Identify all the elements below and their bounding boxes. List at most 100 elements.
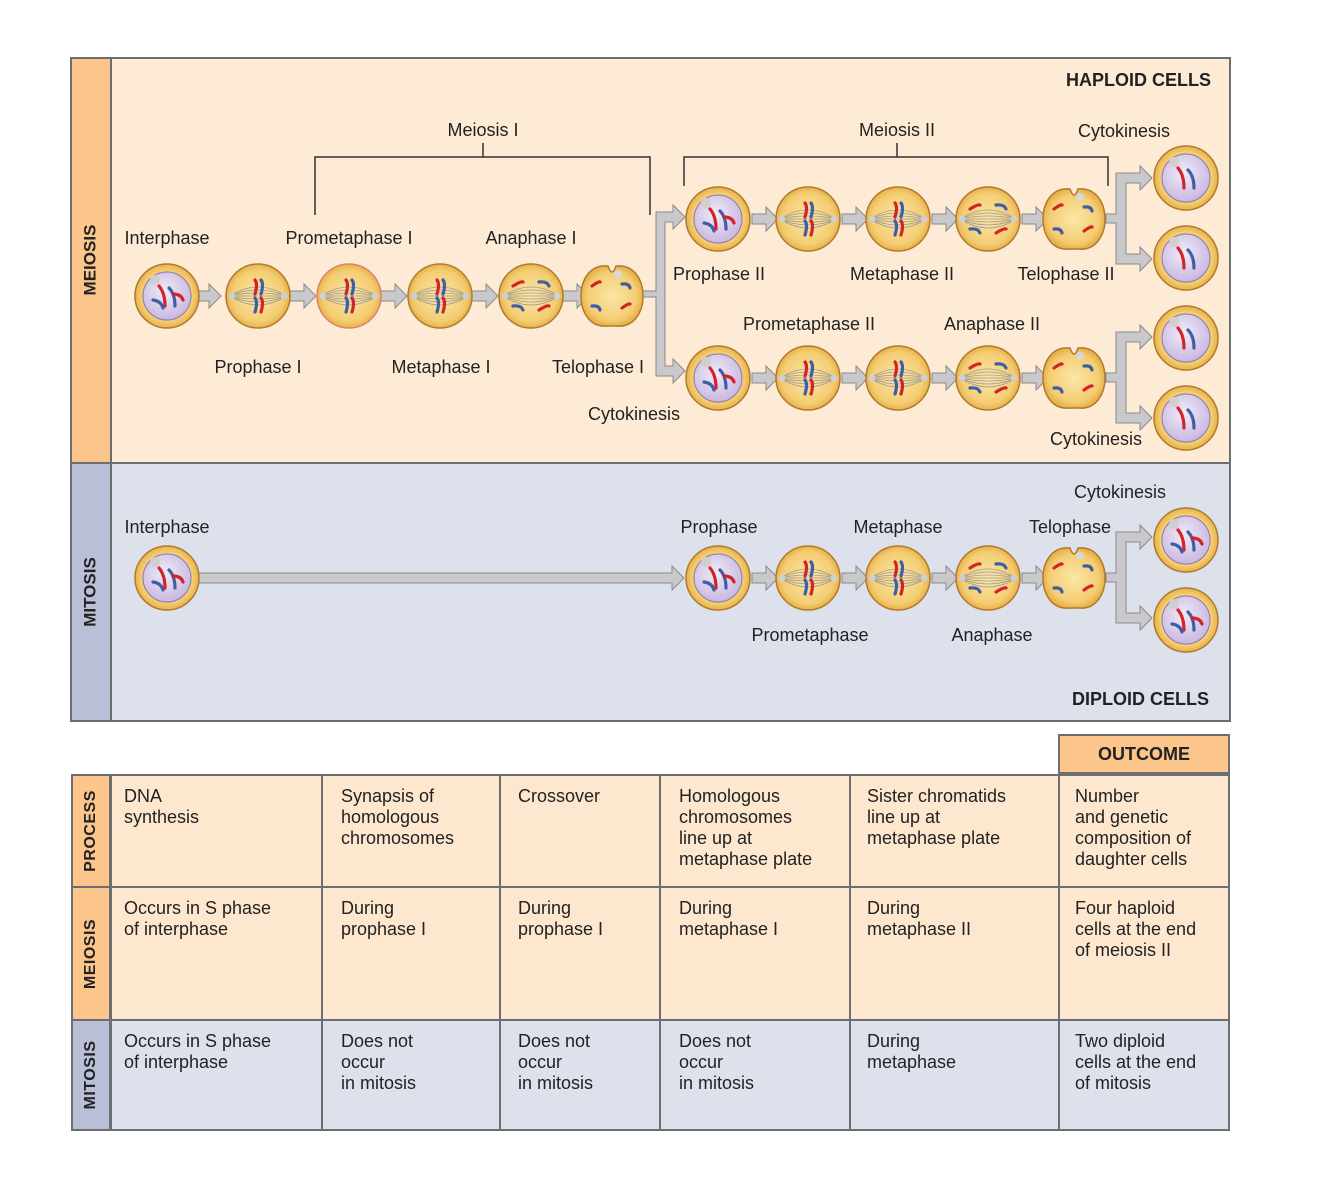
cell-interphase-meiosis [134,263,200,329]
chromosome [1170,542,1184,554]
chromosome [1190,536,1204,546]
centrosome [280,292,288,300]
spindle-fiber [959,577,1017,588]
label-prophase-1: Prophase I [214,357,301,377]
chromosome [1190,616,1204,626]
cell-prometaphase-2-top [775,186,841,252]
chromosome [1052,386,1064,394]
centrosome [1076,552,1084,560]
centrosome [1076,352,1084,360]
chromosome [702,380,716,392]
table-cell: Does not occur in mitosis [499,1019,661,1131]
chromosome [441,278,447,296]
chromosome [702,580,716,592]
haploid-daughter-cell [1153,385,1219,451]
centrosome [150,557,160,567]
chromosome [151,298,165,310]
table-cell: Occurs in S phase of interphase [110,886,323,1021]
cell-prophase-1 [225,263,291,329]
haploid-daughter-cell [1153,225,1219,291]
meiosis-brackets [314,143,1109,215]
chromosome [899,360,905,378]
row-label-mitosis: MITOSIS [71,1019,111,1131]
diploid-daughter-cell [1153,507,1219,573]
cell-anaphase-2-bottom [955,345,1021,411]
chromosome [893,219,899,237]
centrosome [410,292,418,300]
cell-drawings [134,145,1219,653]
chromosome [708,366,718,390]
chromosome [994,586,1008,594]
label-cytokinesis-bottom: Cytokinesis [1050,429,1142,449]
cell-anaphase-1 [498,263,564,329]
chromosome [968,227,982,235]
label-anaphase: Anaphase [951,625,1032,645]
haploid-daughter-cell [1153,305,1219,371]
table-cell: During metaphase II [849,886,1060,1021]
chromosome [994,562,1008,570]
table-cell: Crossover [499,774,661,888]
diploid-cells-label: DIPLOID CELLS [1072,689,1209,709]
centrosome [868,374,876,382]
centrosome [701,557,711,567]
chromosome [803,378,809,396]
row-label-meiosis-text: MEIOSIS [82,918,99,989]
chromosome [968,203,982,211]
label-metaphase-1: Metaphase I [391,357,490,377]
cell-membrane [1042,347,1106,409]
cell-membrane [1042,188,1106,250]
chromosome [809,219,815,237]
chromosome [1082,384,1094,392]
centrosome [868,574,876,582]
chromosome [899,560,905,578]
label-prometaphase-1: Prometaphase I [285,228,412,248]
chromosome [708,566,718,590]
chromosome [1176,528,1186,552]
cell-metaphase-2-bottom [865,345,931,411]
label-meiosis-1: Meiosis I [447,120,518,140]
cell-prophase-2-top [685,186,751,252]
chromosome [893,560,899,578]
chromosome [968,586,982,594]
chromosome [994,386,1008,394]
row-label-meiosis: MEIOSIS [71,886,111,1021]
chromosome [590,280,602,288]
chromosome [537,280,551,288]
chromosome [809,201,815,219]
cell-anaphase-2-top [955,186,1021,252]
chromosome [893,578,899,596]
chromosome [803,560,809,578]
spindle-fiber [959,568,1017,579]
chromosome [253,296,259,314]
spindle-fiber [959,218,1017,229]
centrosome [501,292,509,300]
cell-prometaphase-1 [316,263,382,329]
centrosome [228,292,236,300]
chromosome [1186,248,1196,270]
row-label-mitosis-text: MITOSIS [82,1040,99,1110]
chromosome [1176,406,1186,430]
mitosis-arrows [198,523,1153,632]
chromosome [441,296,447,314]
cell-anaphase [955,545,1021,611]
centrosome [830,215,838,223]
label-metaphase-2: Metaphase II [850,264,954,284]
cell-interphase-mitosis [134,545,200,611]
chromosome [968,362,982,370]
chromosome [1052,362,1064,370]
table-cell: During metaphase [849,1019,1060,1131]
chromosome [1052,203,1064,211]
interphase-long-arrow [198,564,685,592]
chromosome [1052,562,1064,570]
centrosome [778,574,786,582]
chromosome [899,201,905,219]
table-cell: During prophase I [499,886,661,1021]
cell-telophase-2-top [1042,188,1106,250]
centrosome [150,275,160,285]
table-cell: Number and genetic composition of daught… [1058,774,1230,888]
label-interphase-meiosis: Interphase [124,228,209,248]
cell-metaphase [865,545,931,611]
chromosome [1052,586,1064,594]
cytokinesis-split-arrow [642,203,686,385]
chromosome [1082,364,1094,372]
